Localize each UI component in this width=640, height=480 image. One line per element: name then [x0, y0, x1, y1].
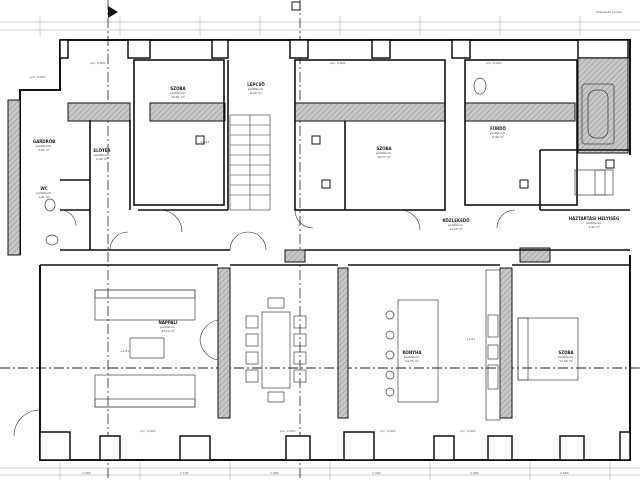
sofa-top: [94, 289, 196, 321]
room-size-szoba_top_left: 16,61 m²: [171, 95, 185, 99]
room-name-szoba_top_left: SZOBA: [170, 86, 186, 91]
room-name-konyha: KONYHA: [402, 350, 422, 355]
dimension-6: 2,600: [560, 471, 569, 475]
room-area-gardrob: padlóburk.: [36, 144, 52, 148]
room-name-kozlekedo: KÖZLEKEDŐ: [442, 218, 470, 223]
room-size-lepcso: 6,20 m²: [250, 91, 263, 95]
room-size-kozlekedo: 11,25 m²: [449, 227, 463, 231]
elevation-plus-3: +1,81: [466, 337, 475, 341]
room-area-wc: padlóburk.: [36, 191, 52, 195]
staircase: [229, 114, 271, 211]
dimension-4: 1,400: [372, 471, 381, 475]
elevation-top-left: pm: 0,000: [30, 75, 45, 79]
elevation-top-3: pm: 0,000: [486, 61, 501, 65]
room-name-gardrob: GARDRÓB: [33, 139, 55, 144]
kitchen-counter: [485, 269, 501, 421]
structural-walls: [7, 57, 629, 419]
room-area-haztartasi: padlóburk.: [586, 221, 602, 225]
elevation-bottom-3: pm: 0,000: [380, 429, 395, 433]
dimension-note: Közlekedő pontja: [596, 10, 622, 14]
room-name-haztartasi: HÁZTARTÁSI HELYISÉG: [569, 216, 619, 221]
room-size-nappali: 32,14 m²: [161, 329, 175, 333]
room-area-kozlekedo: padlóburk.: [448, 223, 464, 227]
room-area-eloter: padlóburk.: [94, 153, 110, 157]
elevation-bottom-4: pm: 0,000: [460, 429, 475, 433]
elevation-bottom-1: pm: 0,000: [140, 429, 155, 433]
dining-table: [245, 297, 307, 403]
room-name-szoba_mid: SZOBA: [376, 146, 392, 151]
dimension-1: 1,400: [82, 471, 91, 475]
room-size-gardrob: 3,92 m²: [38, 148, 51, 152]
room-area-szoba_top_left: padlóburk.: [170, 91, 186, 95]
section-marker-icon: [195, 1, 615, 189]
bathtub: [581, 83, 615, 145]
room-name-szoba_bottom_right: SZOBA: [558, 350, 574, 355]
elevation-plus-2: +1,81: [200, 140, 209, 144]
room-area-lepcso: padlóburk.: [248, 87, 264, 91]
room-size-furdo: 9,40 m²: [492, 135, 505, 139]
room-size-wc: 1,81 m²: [38, 195, 51, 199]
elevation-plus-1: +1,81: [120, 349, 129, 353]
room-area-szoba_bottom_right: padlóburk.: [558, 355, 574, 359]
dimension-lines-bottom: [0, 462, 640, 480]
room-area-konyha: padlóburk.: [404, 355, 420, 359]
dimension-3: 1,400: [270, 471, 279, 475]
dimension-5: 2,400: [470, 471, 479, 475]
room-size-konyha: 24,35 m²: [405, 359, 419, 363]
room-name-wc: WC: [40, 186, 47, 191]
room-area-szoba_mid: padlóburk.: [376, 151, 392, 155]
north-arrow-icon: [108, 6, 118, 18]
bed: [517, 317, 579, 381]
room-name-nappali: NAPPALI: [158, 320, 178, 325]
dimension-2: 2,100: [180, 471, 189, 475]
room-name-lepcso: LÉPCSŐ: [247, 82, 265, 87]
door-swings: [13, 209, 516, 437]
coffee-table: [129, 337, 165, 359]
elevation-top-1: pm: 0,000: [90, 61, 105, 65]
kitchen-island: [385, 299, 439, 403]
sofa-bottom: [94, 374, 196, 408]
elevation-bottom-2: pm: 0,000: [280, 429, 295, 433]
inner-walls: [40, 59, 630, 266]
room-size-szoba_bottom_right: 17,36 m²: [559, 359, 573, 363]
wall-piers-top: [59, 39, 629, 59]
elevation-top-2: pm: 0,000: [330, 61, 345, 65]
dimension-lines-top: [0, 16, 640, 36]
room-size-szoba_mid: 18,77 m²: [377, 155, 391, 159]
room-area-nappali: padlóburk.: [160, 325, 176, 329]
wall-piers-bottom: [39, 431, 631, 461]
room-size-haztartasi: 4,32 m²: [588, 225, 601, 229]
room-name-eloter: ELŐTÉR: [93, 148, 110, 153]
room-name-furdo: FÜRDŐ: [490, 126, 506, 131]
room-size-eloter: 6,98 m²: [96, 157, 109, 161]
room-area-furdo: padlóburk.: [490, 131, 506, 135]
wc-fixtures: [44, 77, 614, 246]
